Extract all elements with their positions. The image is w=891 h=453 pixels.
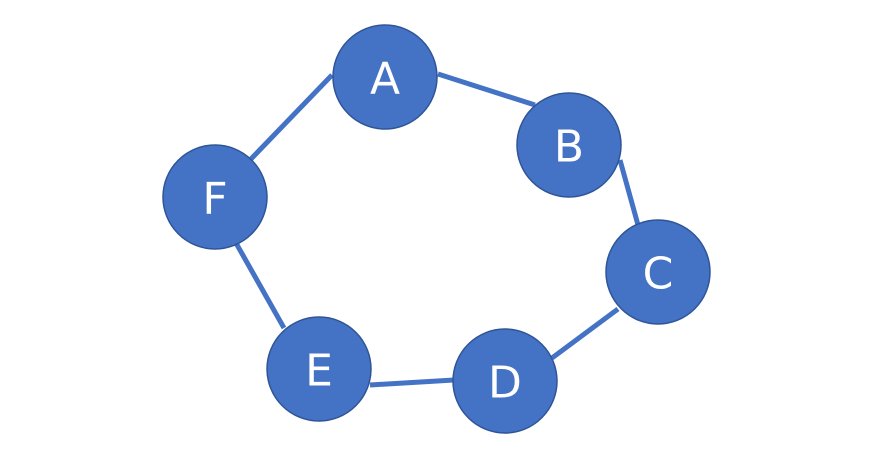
node-c-label: C: [643, 249, 674, 300]
node-d: D: [452, 328, 558, 434]
node-a-label: A: [370, 54, 400, 105]
node-c: C: [605, 219, 711, 325]
node-e-circle: [266, 316, 372, 422]
node-c-circle: [605, 219, 711, 325]
node-a: A: [332, 24, 438, 130]
edge-b-c: [617, 159, 641, 226]
node-f: F: [162, 144, 268, 250]
node-b: B: [516, 92, 622, 198]
node-e: E: [266, 316, 372, 422]
node-e-label: E: [305, 346, 333, 397]
edge-a-b: [437, 71, 536, 108]
node-b-label: B: [554, 122, 584, 173]
edge-e-f: [233, 241, 287, 330]
node-b-circle: [516, 92, 622, 198]
node-d-label: D: [488, 358, 522, 409]
edges-layer: [233, 71, 641, 388]
node-f-label: F: [202, 174, 227, 225]
node-d-circle: [452, 328, 558, 434]
edge-d-e: [369, 377, 455, 388]
edge-f-a: [248, 73, 334, 162]
node-a-circle: [332, 24, 438, 130]
nodes-layer: A B C D E F: [162, 24, 711, 434]
edge-c-d: [550, 306, 620, 361]
node-f-circle: [162, 144, 268, 250]
